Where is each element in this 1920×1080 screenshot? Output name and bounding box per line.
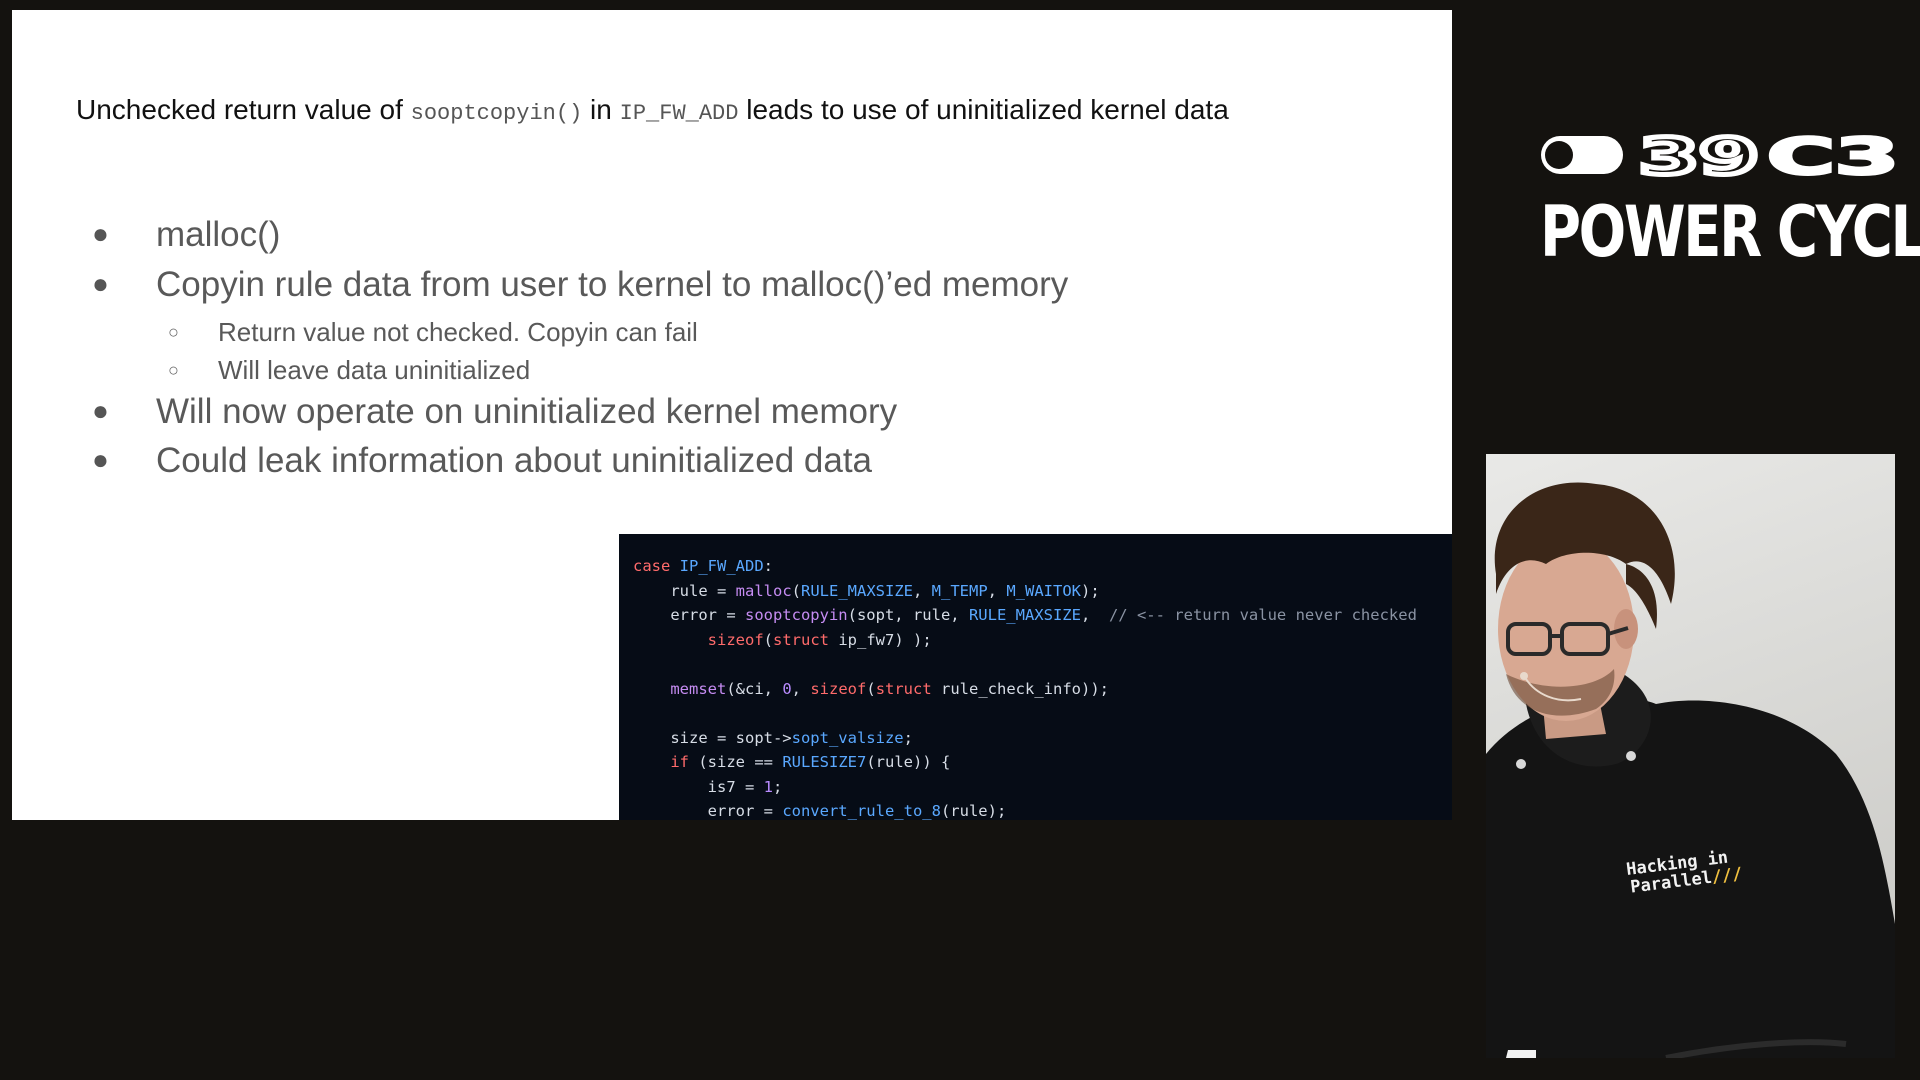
code-token: RULESIZE7 bbox=[782, 753, 867, 771]
subbullet-circle-icon: ○ bbox=[168, 360, 179, 380]
code-token: sizeof bbox=[810, 679, 867, 698]
code-token: ); bbox=[1080, 581, 1100, 600]
code-token: ( bbox=[791, 581, 801, 600]
code-token: M_WAITOK bbox=[1006, 581, 1081, 600]
bullet-dot-icon: ● bbox=[92, 395, 109, 426]
code-token: , bbox=[791, 679, 811, 698]
code-token: rule = bbox=[633, 581, 736, 600]
bullet-dot-icon: ● bbox=[92, 444, 109, 475]
speaker-illustration bbox=[1486, 482, 1895, 1058]
code-line: error = convert_rule_to_8(rule); bbox=[633, 799, 1417, 820]
code-line bbox=[633, 652, 1417, 677]
code-token: , bbox=[987, 581, 1007, 600]
code-line: size = sopt->sopt_valsize; bbox=[633, 726, 1417, 751]
bullet-text: Copyin rule data from user to kernel to … bbox=[156, 265, 1069, 304]
bullet-item: ● Copyin rule data from user to kernel to… bbox=[92, 265, 1068, 305]
code-token: if bbox=[670, 753, 689, 771]
code-token: RULE_MAXSIZE bbox=[968, 606, 1081, 624]
code-token: malloc bbox=[735, 581, 792, 600]
code-token: error = bbox=[633, 606, 745, 624]
code-token: M_TEMP bbox=[931, 581, 988, 600]
event-title: POWER CYCLES bbox=[1540, 191, 1920, 273]
code-token: : bbox=[763, 557, 774, 575]
code-line: is7 = 1; bbox=[633, 775, 1417, 800]
code-line: sizeof(struct ip_fw7) ); bbox=[633, 628, 1417, 653]
speaker-camera-feed: Hacking in Parallel/// bbox=[1486, 454, 1895, 1058]
bullet-text: Could leak information about uninitializ… bbox=[156, 441, 873, 480]
code-token: (sopt, rule, bbox=[847, 606, 969, 624]
code-token: ; bbox=[903, 728, 913, 747]
code-token: (rule); bbox=[940, 802, 1007, 820]
code-token: ; bbox=[773, 777, 783, 796]
slide-title-code-constant: IP_FW_ADD bbox=[619, 101, 739, 126]
code-token bbox=[633, 753, 670, 771]
slide-title-code-function: sooptcopyin() bbox=[410, 101, 583, 126]
code-token: (&ci, bbox=[726, 679, 783, 698]
code-token: (size == bbox=[689, 753, 783, 771]
code-token: ip_fw7) ); bbox=[829, 630, 932, 649]
code-token: struct bbox=[773, 630, 829, 649]
code-line bbox=[633, 701, 1417, 726]
slide-title-text-start: Unchecked return value of bbox=[76, 94, 411, 125]
bullet-item: ● malloc() bbox=[92, 215, 280, 255]
code-line: error = sooptcopyin(sopt, rule, RULE_MAX… bbox=[633, 603, 1417, 628]
code-token: , bbox=[1080, 606, 1109, 624]
code-token: RULE_MAXSIZE bbox=[801, 581, 913, 600]
subbullet-circle-icon: ○ bbox=[168, 322, 179, 342]
code-token: IP_FW_ADD bbox=[679, 557, 764, 575]
subbullet-item: ○ Will leave data uninitialized bbox=[168, 355, 530, 386]
code-token: is7 = bbox=[633, 777, 764, 796]
slide-title: Unchecked return value of sooptcopyin() … bbox=[76, 94, 1229, 126]
code-token: sooptcopyin bbox=[744, 606, 848, 624]
bullet-dot-icon: ● bbox=[92, 268, 109, 299]
code-token: 1 bbox=[763, 777, 773, 796]
code-snippet-panel: case IP_FW_ADD: rule = malloc(RULE_MAXSI… bbox=[619, 534, 1452, 820]
code-token: ( bbox=[866, 679, 876, 698]
bullet-item: ● Will now operate on uninitialized kerne… bbox=[92, 392, 897, 432]
code-line: case IP_FW_ADD: bbox=[633, 554, 1417, 579]
logo-text-c3: C3 bbox=[1767, 134, 1899, 178]
code-line: rule = malloc(RULE_MAXSIZE, M_TEMP, M_WA… bbox=[633, 579, 1417, 604]
code-token: (rule)) { bbox=[866, 753, 951, 771]
code-token bbox=[633, 680, 670, 698]
bullet-text: malloc() bbox=[156, 215, 281, 254]
code-token: memset bbox=[670, 679, 727, 698]
logo-number-39: 39 bbox=[1639, 134, 1759, 178]
code-token: 0 bbox=[782, 679, 792, 698]
bullet-text: Will now operate on uninitialized kernel… bbox=[156, 392, 898, 431]
code-token: sizeof bbox=[707, 630, 764, 649]
code-token: ( bbox=[763, 630, 773, 649]
code-token bbox=[633, 631, 708, 649]
code-token: convert_rule_to_8 bbox=[782, 802, 941, 820]
bullet-dot-icon: ● bbox=[92, 218, 109, 249]
code-token: error = bbox=[633, 802, 783, 820]
event-logo: 39 C3 bbox=[1541, 134, 1901, 178]
code-token: rule_check_info)); bbox=[931, 679, 1109, 698]
code-token: size = sopt-> bbox=[633, 728, 792, 747]
code-token: struct bbox=[875, 679, 932, 698]
slide-title-text-end: leads to use of uninitialized kernel dat… bbox=[738, 94, 1229, 125]
code-token: // <-- return value never checked bbox=[1108, 606, 1417, 624]
code-block: case IP_FW_ADD: rule = malloc(RULE_MAXSI… bbox=[633, 554, 1417, 820]
shirt-slashes-mark: /// bbox=[1710, 864, 1744, 888]
subbullet-item: ○ Return value not checked. Copyin can fa… bbox=[168, 317, 698, 348]
code-line: if (size == RULESIZE7(rule)) { bbox=[633, 750, 1417, 775]
code-token: , bbox=[912, 581, 932, 600]
presentation-slide: Unchecked return value of sooptcopyin() … bbox=[12, 10, 1452, 820]
subbullet-text: Return value not checked. Copyin can fai… bbox=[218, 317, 698, 347]
bullet-item: ● Could leak information about uninitiali… bbox=[92, 441, 872, 481]
code-line: memset(&ci, 0, sizeof(struct rule_check_… bbox=[633, 677, 1417, 702]
slide-title-text-middle: in bbox=[582, 94, 620, 125]
code-token: case bbox=[633, 557, 680, 575]
code-token: sopt_valsize bbox=[791, 728, 904, 747]
subbullet-text: Will leave data uninitialized bbox=[218, 355, 531, 385]
